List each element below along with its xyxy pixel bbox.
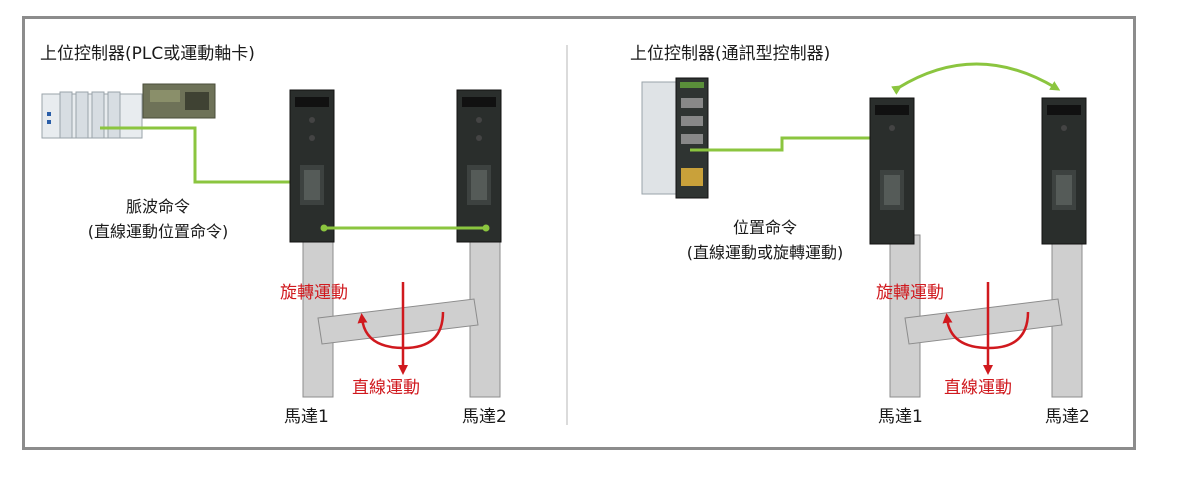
right-gantry-crossbar	[904, 298, 1063, 345]
right-linear-label: 直線運動	[944, 378, 1012, 398]
right-panel: 上位控制器(通訊型控制器)	[630, 44, 1090, 427]
right-motor1-beam	[889, 234, 921, 398]
motor2-beam	[469, 234, 501, 398]
left-panel: 上位控制器(PLC或運動軸卡)	[40, 44, 507, 427]
right-rotation-label: 旋轉運動	[876, 283, 944, 303]
right-servo-drive-2-icon	[1041, 97, 1087, 245]
left-linear-label: 直線運動	[352, 378, 420, 398]
gantry-crossbar	[317, 298, 479, 345]
right-command-line2: (直線運動或旋轉運動)	[687, 243, 844, 262]
comm-controller-icon	[641, 77, 709, 199]
right-servo-drive-1-icon	[869, 97, 915, 245]
servo-drive-2-icon	[456, 89, 502, 243]
position-command-line	[690, 136, 908, 152]
left-motor1-label: 馬達1	[284, 407, 329, 427]
servo-drive-1-icon	[289, 89, 335, 243]
left-rotation-label: 旋轉運動	[280, 283, 348, 303]
plc-device-icon	[41, 91, 143, 139]
pulse-command-line	[100, 126, 322, 184]
right-motor1-label: 馬達1	[878, 407, 923, 427]
left-command-line1: 脈波命令	[126, 197, 190, 216]
comm-double-arrow-icon	[891, 62, 1061, 95]
left-command-line2: (直線運動位置命令)	[88, 222, 229, 241]
right-title: 上位控制器(通訊型控制器)	[630, 44, 830, 64]
motion-card-icon	[142, 83, 216, 119]
motor1-beam	[302, 234, 334, 398]
left-title: 上位控制器(PLC或運動軸卡)	[40, 44, 255, 64]
right-motor2-label: 馬達2	[1045, 407, 1090, 427]
right-command-line1: 位置命令	[733, 218, 797, 237]
left-motor2-label: 馬達2	[462, 407, 507, 427]
